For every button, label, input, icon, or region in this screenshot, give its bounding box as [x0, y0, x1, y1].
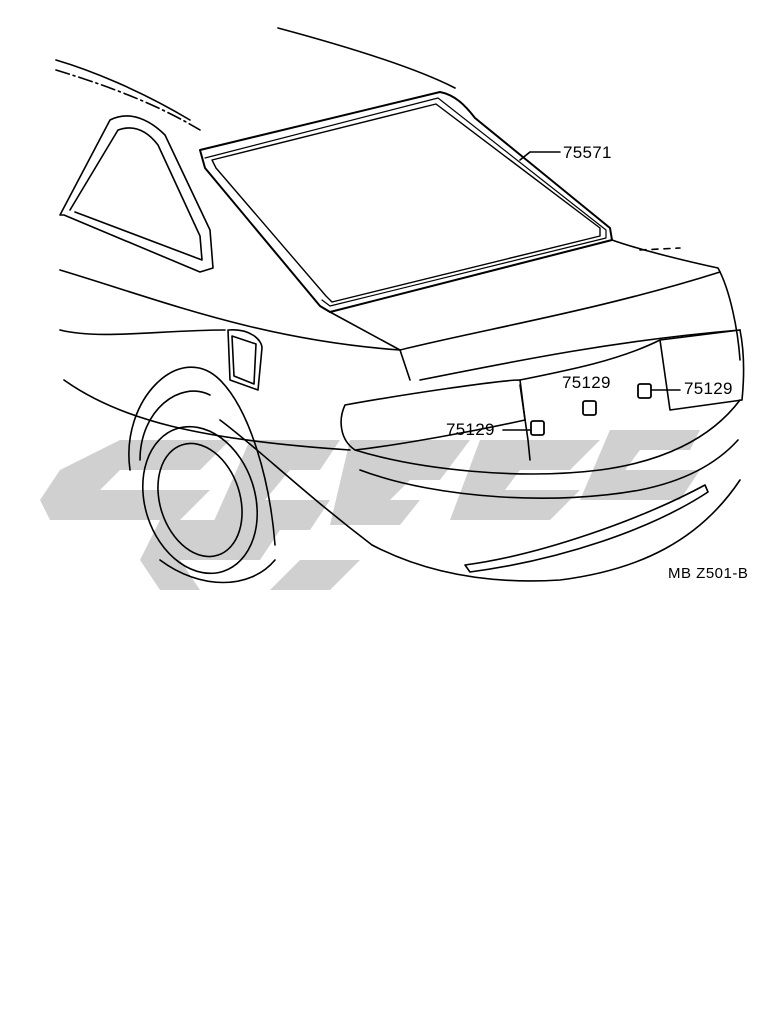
callout-75571: 75571 [563, 143, 612, 162]
leader-75571 [519, 151, 561, 161]
callout-75129-left: 75129 [446, 420, 495, 439]
figure-code: MB Z501-B [668, 565, 749, 582]
callout-75129-right: 75129 [684, 379, 733, 398]
callout-75129-center: 75129 [562, 373, 611, 392]
